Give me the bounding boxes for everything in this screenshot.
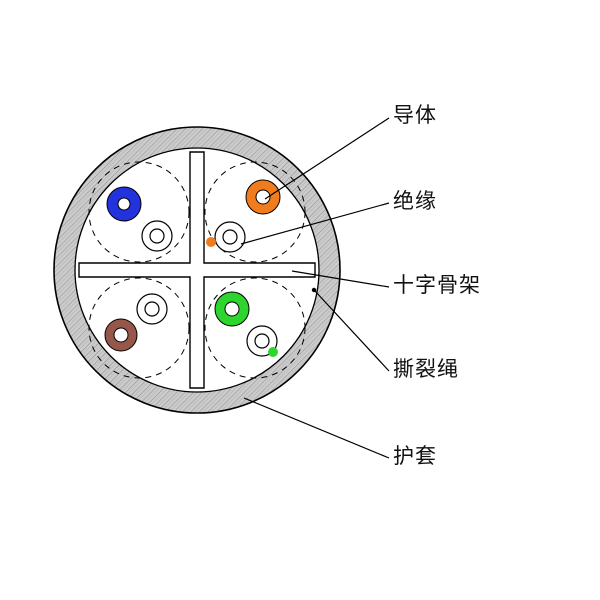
leader-line-conductor (264, 117, 390, 200)
label-rip-cord: 撕裂绳 (393, 358, 459, 381)
leader-line-insulation (240, 202, 390, 245)
label-cross-spline: 十字骨架 (393, 274, 481, 297)
wire-white-4-conductor (254, 333, 270, 349)
wire-orange-conductor (255, 189, 271, 205)
wire-white-1-conductor (149, 228, 165, 244)
wire-blue-conductor (117, 197, 131, 211)
label-jacket: 护套 (393, 445, 437, 468)
leader-line-cross-spline (291, 270, 390, 288)
leader-line-jacket (243, 397, 390, 459)
wire-brown-conductor (113, 327, 129, 343)
jacket-inner-edge (74, 147, 320, 393)
cross-spline (78, 151, 316, 389)
green-pair-tail-dot (268, 347, 278, 357)
leader-line-rip-cord (314, 290, 390, 372)
label-conductor: 导体 (393, 104, 437, 127)
pair-boundary-bottom-right (204, 277, 306, 379)
jacket-outer-edge (53, 126, 341, 414)
wire-white-3-conductor (144, 301, 160, 317)
pair-boundary-top-right (204, 161, 306, 263)
label-insulation: 绝缘 (393, 190, 437, 213)
wire-white-2-conductor (222, 229, 238, 245)
pair-boundary-bottom-left (88, 277, 190, 379)
wire-green-conductor (224, 301, 240, 317)
orange-pair-tail-dot (206, 237, 216, 247)
pair-boundary-top-left (88, 161, 190, 263)
